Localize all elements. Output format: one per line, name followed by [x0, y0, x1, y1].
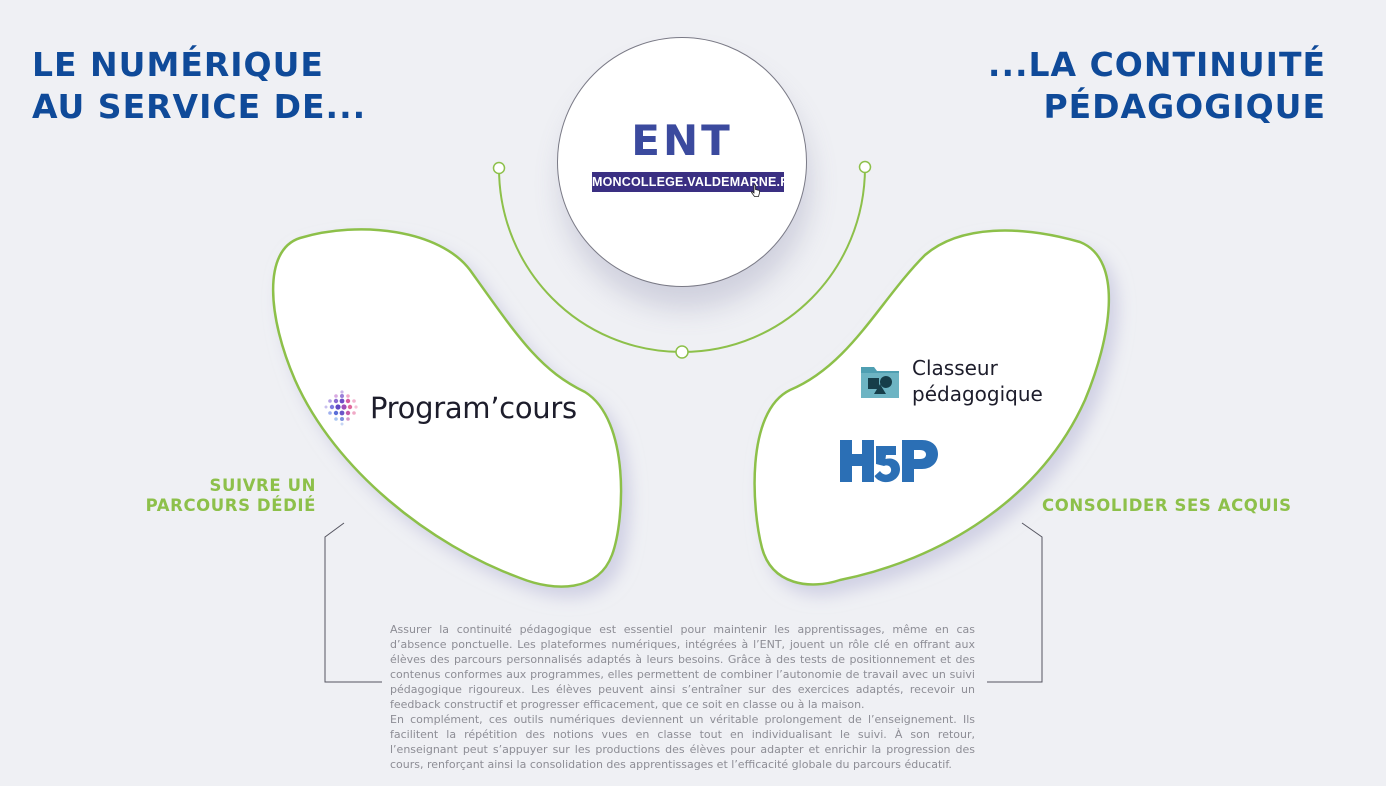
- heading-left-line-2: AU SERVICE DE...: [32, 87, 367, 126]
- folder-shapes-icon: [861, 367, 899, 398]
- classeur-pedagogique-text: Classeur pédagogique: [912, 355, 1043, 407]
- heading-right-line-1: ...LA CONTINUITÉ: [987, 45, 1326, 84]
- heading-right-line-2: PÉDAGOGIQUE: [1043, 87, 1326, 126]
- classeur-line-1: Classeur: [912, 356, 998, 380]
- body-paragraph-2: En complément, ces outils numériques dev…: [390, 713, 975, 771]
- ent-banner-link[interactable]: MONCOLLEGE.VALDEMARNE.FR: [592, 172, 797, 192]
- programcours-logo[interactable]: Program’cours: [322, 388, 577, 428]
- heading-right: ...LA CONTINUITÉ PÉDAGOGIQUE: [906, 44, 1326, 128]
- h5p-logo[interactable]: [838, 436, 940, 489]
- label-suivre-parcours: SUIVRE UN PARCOURS DÉDIÉ: [146, 476, 316, 516]
- arc-node-right: [858, 160, 872, 174]
- ent-title: ENT: [631, 116, 733, 165]
- left-blob: [271, 228, 623, 588]
- label-consolider-acquis: CONSOLIDER SES ACQUIS: [1042, 496, 1292, 515]
- body-text: Assurer la continuité pédagogique est es…: [390, 622, 975, 772]
- classeur-line-2: pédagogique: [912, 382, 1043, 406]
- programcours-logo-text: Program’cours: [370, 391, 577, 425]
- right-bracket: [987, 522, 1043, 683]
- ent-circle[interactable]: ENT MONCOLLEGE.VALDEMARNE.FR: [557, 37, 807, 287]
- label-left-line-1: SUIVRE UN: [209, 476, 316, 495]
- right-blob: [753, 229, 1110, 586]
- body-paragraph-1: Assurer la continuité pédagogique est es…: [390, 623, 975, 711]
- classeur-pedagogique-logo[interactable]: Classeur pédagogique: [860, 355, 1043, 407]
- dots-grid-icon: [324, 390, 358, 426]
- left-bracket: [324, 522, 382, 683]
- arc-node-bottom: [675, 345, 689, 359]
- arc-node-left: [492, 161, 506, 175]
- heading-left: LE NUMÉRIQUE AU SERVICE DE...: [32, 44, 452, 128]
- pointer-cursor-icon: [751, 184, 760, 197]
- label-left-line-2: PARCOURS DÉDIÉ: [145, 496, 316, 515]
- h5p-logo-icon: [840, 440, 938, 483]
- heading-left-line-1: LE NUMÉRIQUE: [32, 45, 324, 84]
